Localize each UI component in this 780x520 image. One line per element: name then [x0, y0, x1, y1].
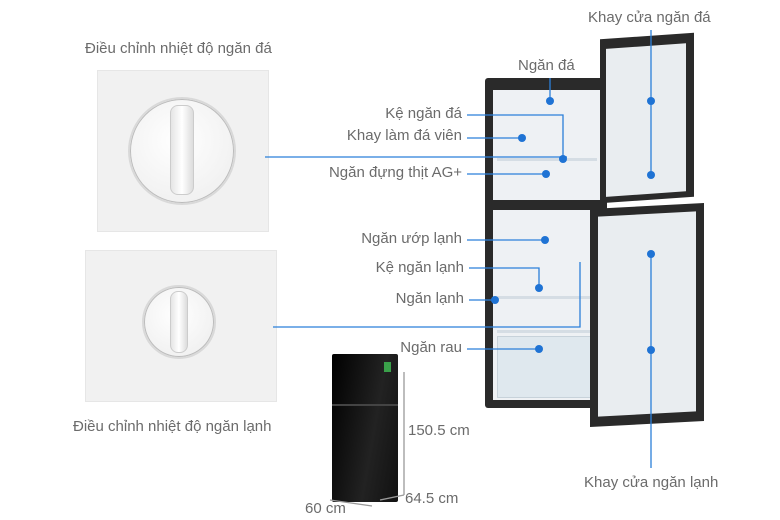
callout-dot [546, 97, 554, 105]
label-fridge: Ngăn lạnh [395, 290, 464, 307]
label-freezer-knob: Điều chỉnh nhiệt độ ngăn đá [85, 40, 272, 57]
callout-dot [541, 236, 549, 244]
product-thumbnail [332, 354, 398, 502]
callout-dot [559, 155, 567, 163]
freezer-compartment [493, 90, 601, 200]
label-meat-drawer: Ngăn đựng thịt AG+ [328, 164, 462, 181]
callout-dot [518, 134, 526, 142]
fridge-knob [142, 285, 216, 359]
dimension-line-depth [379, 494, 405, 501]
callout-fridge-shelf [469, 267, 540, 288]
label-ice-tray: Khay làm đá viên [346, 127, 462, 144]
callout-dot [647, 97, 655, 105]
fridge-knob-photo [85, 250, 277, 402]
callout-dot [491, 296, 499, 304]
freezer-knob-photo [97, 70, 269, 232]
freezer-knob [128, 97, 236, 205]
dimension-width: 60 cm [305, 500, 346, 517]
callout-dot [647, 171, 655, 179]
callout-dot [535, 284, 543, 292]
label-chill-zone: Ngăn ướp lạnh [361, 230, 462, 247]
dimension-height: 150.5 cm [408, 422, 470, 439]
label-freezer-shelf: Kệ ngăn đá [385, 105, 462, 122]
label-freezer-door-tray: Khay cửa ngăn đá [588, 9, 711, 26]
label-vegetable-drawer: Ngăn rau [400, 339, 462, 356]
callout-dot [535, 345, 543, 353]
callout-dot [647, 250, 655, 258]
callout-dot [647, 346, 655, 354]
callout-dot [542, 170, 550, 178]
label-fridge-door-tray: Khay cửa ngăn lạnh [584, 474, 719, 491]
label-fridge-shelf: Kệ ngăn lạnh [375, 259, 464, 276]
callout-fridge-knob [273, 262, 581, 328]
callout-freezer-shelf [467, 114, 564, 159]
dimension-line-width [329, 499, 373, 507]
label-fridge-knob: Điều chỉnh nhiệt độ ngăn lạnh [73, 418, 272, 435]
label-freezer: Ngăn đá [518, 57, 575, 74]
dimension-depth: 64.5 cm [405, 490, 459, 507]
